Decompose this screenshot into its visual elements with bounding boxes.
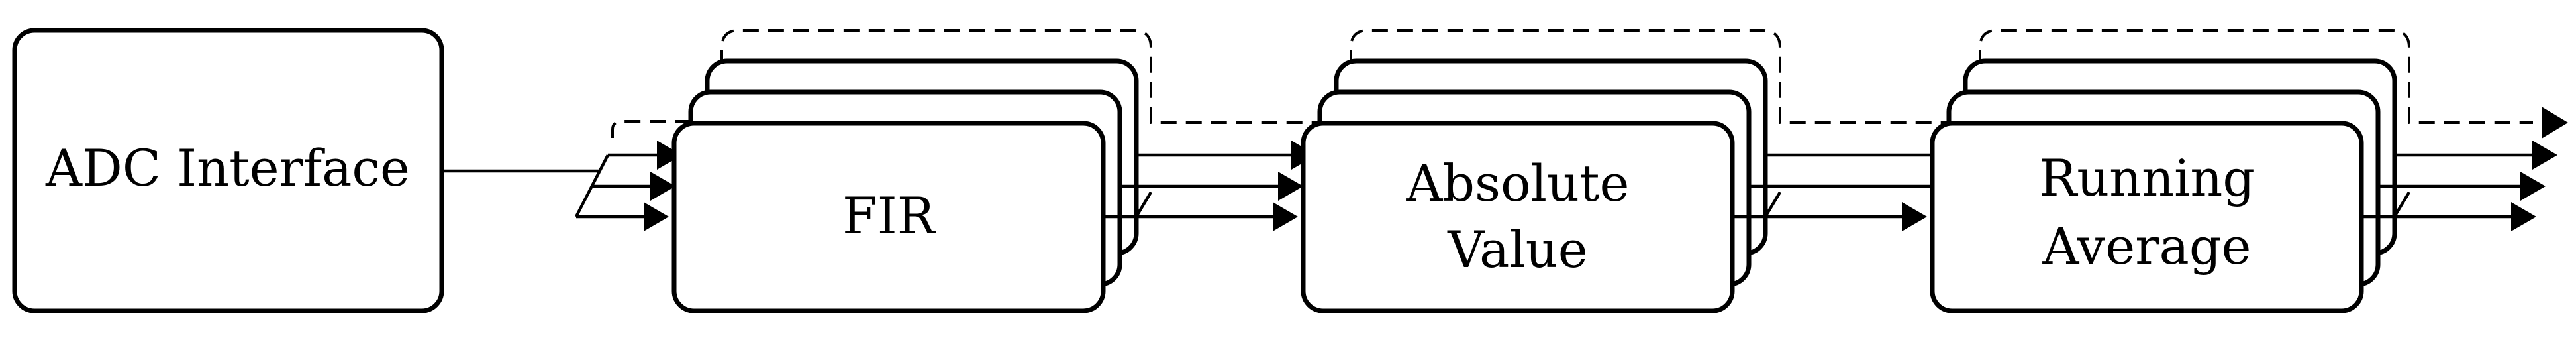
avg-label-line-1: Running bbox=[2039, 148, 2255, 207]
output-wires bbox=[2361, 107, 2568, 231]
abs-label-line-1: Absolute bbox=[1405, 154, 1629, 213]
fanout-arrowhead-2 bbox=[650, 172, 675, 201]
abs-out-tick bbox=[1763, 191, 1781, 220]
fir-out-tick bbox=[1134, 191, 1152, 220]
absolute-value-stage: Absolute Value bbox=[1301, 29, 1983, 313]
fir-to-abs-wires bbox=[1103, 141, 1316, 231]
fir-out-arrowhead-3 bbox=[1273, 202, 1298, 231]
abs-box-front bbox=[1301, 121, 1735, 313]
adc-fanout bbox=[442, 141, 682, 231]
avg-dashed-outline bbox=[1979, 29, 2533, 124]
abs-to-avg-wires bbox=[1732, 153, 1950, 231]
fir-label: FIR bbox=[842, 186, 937, 245]
avg-label-line-2: Average bbox=[2042, 217, 2252, 276]
adc-interface-label: ADC Interface bbox=[45, 139, 410, 198]
output-tick bbox=[2392, 191, 2410, 220]
output-arrowhead-1 bbox=[2532, 141, 2557, 170]
abs-label-line-2: Value bbox=[1447, 220, 1587, 279]
fir-dashed-outline bbox=[611, 29, 1354, 138]
output-arrowhead-dashed bbox=[2542, 107, 2568, 139]
running-average-stage: Running Average bbox=[1930, 29, 2533, 313]
fanout-arrowhead-3 bbox=[644, 202, 669, 231]
abs-out-arrowhead-3 bbox=[1902, 202, 1927, 231]
abs-dashed-outline bbox=[1350, 29, 1983, 124]
output-arrowhead-2 bbox=[2520, 172, 2546, 201]
adc-interface-block: ADC Interface bbox=[12, 28, 444, 313]
output-arrowhead-3 bbox=[2511, 202, 2536, 231]
fanout-arrowhead-1 bbox=[657, 141, 682, 170]
fir-out-arrowhead-2 bbox=[1278, 172, 1303, 201]
fir-stage: FIR bbox=[611, 29, 1354, 313]
